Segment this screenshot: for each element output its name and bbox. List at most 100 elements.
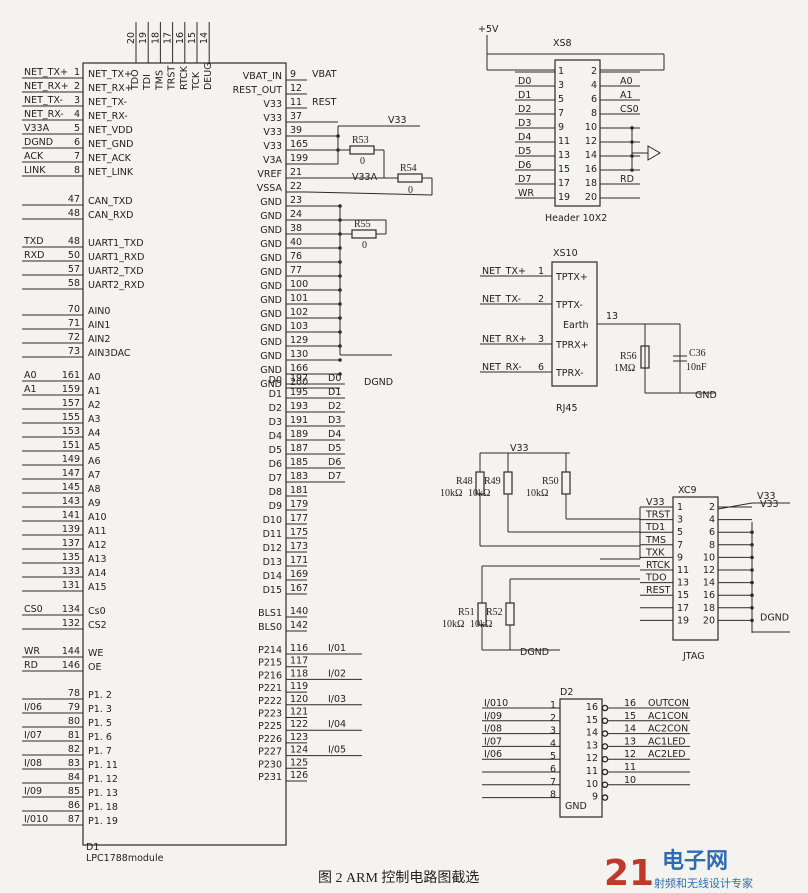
d1-right-pin-name: P223: [258, 709, 282, 720]
jtag-pullup-name: R50: [542, 476, 559, 487]
d1-left-pin-name: A0: [88, 372, 101, 383]
d1-right-pin-name: GND: [260, 281, 282, 292]
jtag-type-label: JTAG: [682, 651, 705, 662]
d1-right-pin-num: 100: [290, 279, 308, 290]
d1-right-pin-name: GND: [260, 225, 282, 236]
d1-left-net: I/06: [24, 702, 42, 713]
d2-out-pin-num: 11: [586, 766, 598, 777]
d1-right-pin-num: 120: [290, 694, 308, 705]
d1-right-net: DGND: [364, 377, 393, 388]
d1-top-pin-num: 15: [187, 32, 198, 44]
d1-left-pin-num: 47: [68, 194, 80, 205]
xs8-left-pin-num: 5: [558, 94, 564, 105]
d1-left-pin-num: 70: [68, 304, 80, 315]
d1-left-pin-name: CAN_TXD: [88, 196, 133, 207]
d1-right-pin-name: D1: [269, 389, 282, 400]
xs10-pin-num: 6: [538, 362, 544, 373]
d1-left-pin-num: 2: [74, 81, 80, 92]
d1-left-pin-num: 48: [68, 208, 80, 219]
d1-right-pin-name: P226: [258, 734, 282, 745]
d2-out-label-num: 12: [624, 749, 636, 760]
d1-right-pin-name: P230: [258, 759, 282, 770]
xs8-right-pin-num: 20: [585, 192, 597, 203]
d1-left-net: ACK: [24, 151, 44, 162]
xs8-left-pin-num: 13: [558, 150, 570, 161]
xs8-right-pin-num: 4: [591, 80, 597, 91]
jtag-right-pin-num: 4: [709, 515, 715, 526]
r56-resistor: [640, 345, 650, 369]
d1-left-net: I/09: [24, 786, 42, 797]
d1-right-pin-name: D14: [263, 571, 282, 582]
d1-left-net: TXD: [23, 236, 44, 247]
d1-left-net: RD: [24, 660, 38, 671]
d1-top-pin-name: TDI: [142, 74, 153, 91]
xs8-left-net: D1: [518, 90, 531, 101]
jtag-pullup-resistor: [503, 471, 513, 495]
d1-left-pin-num: 3: [74, 95, 80, 106]
d2-output-pin: [601, 717, 609, 725]
d1-top-pin-num: 14: [199, 32, 210, 44]
d2-in-pin-num: 1: [550, 700, 556, 711]
d2-out-pin-num: 16: [586, 702, 598, 713]
d1-right-pin-name: GND: [260, 267, 282, 278]
xs8-right-pin-num: 6: [591, 94, 597, 105]
d1-right-pin-num: 166: [290, 363, 308, 374]
d1-top-pin-name: TMS: [154, 70, 165, 91]
xs10-type-label: RJ45: [556, 403, 578, 414]
r56-label: R56: [620, 351, 637, 362]
d1-right-pin-num: 117: [290, 656, 308, 667]
xs8-left-net: D0: [518, 76, 531, 87]
d1-left-pin-num: 8: [74, 165, 80, 176]
d1-right-pin-name: V33: [263, 113, 282, 124]
xs8-type-label: Header 10X2: [545, 213, 607, 224]
d1-left-pin-name: AIN2: [88, 334, 110, 345]
d1-left-pin-num: 87: [68, 814, 80, 825]
d1-right-pin-num: 195: [290, 387, 308, 398]
v33-net-label: V33: [388, 115, 407, 126]
d1-left-pin-name: AIN1: [88, 320, 110, 331]
xs8-right-pin-num: 2: [591, 66, 597, 77]
jtag-left-net: TMS: [645, 535, 666, 546]
d2-out-net: OUTCON: [648, 698, 689, 709]
d1-right-pin-num: 118: [290, 668, 308, 679]
d1-right-net: D7: [328, 471, 341, 482]
d1-right-net: REST: [312, 97, 337, 108]
d1-right-pin-name: D0: [269, 375, 282, 386]
d1-right-pin-num: 181: [290, 485, 308, 496]
xs8-left-pin-num: 11: [558, 136, 570, 147]
d1-left-net: WR: [24, 646, 40, 657]
d1-left-pin-name: A6: [88, 456, 101, 467]
jtag-v33-right: V33: [757, 491, 776, 502]
d1-right-net: D4: [328, 429, 341, 440]
d1-left-pin-num: 134: [62, 604, 80, 615]
d1-right-pin-num: 167: [290, 583, 308, 594]
jtag-left-pin-num: 17: [677, 603, 689, 614]
d1-left-pin-name: UART1_RXD: [88, 252, 144, 263]
d1-left-pin-num: 144: [62, 646, 80, 657]
jtag-left-pin-num: 15: [677, 590, 689, 601]
jtag-v33-top: V33: [510, 443, 529, 454]
d1-right-pin-num: 177: [290, 513, 308, 524]
d1-left-pin-name: A8: [88, 484, 101, 495]
d1-left-pin-name: OE: [88, 662, 101, 673]
d1-left-pin-num: 4: [74, 109, 80, 120]
d1-right-pin-name: GND: [260, 309, 282, 320]
d1-left-pin-name: P1. 18: [88, 802, 118, 813]
d1-left-pin-num: 1: [74, 67, 80, 78]
d1-right-pin-num: 11: [290, 97, 302, 108]
d1-left-pin-name: P1. 3: [88, 704, 112, 715]
d1-right-pin-name: BLS1: [258, 608, 282, 619]
xs8-right-pin-num: 14: [585, 150, 597, 161]
d2-output-pin: [601, 781, 609, 789]
d1-left-net: NET_TX+: [24, 67, 68, 78]
d1-left-pin-num: 149: [62, 454, 80, 465]
d1-left-net: A0: [24, 370, 37, 381]
d1-right-pin-name: GND: [260, 365, 282, 376]
xs8-right-net: A1: [620, 90, 633, 101]
d1-right-pin-num: 126: [290, 770, 308, 781]
d1-left-pin-num: 151: [62, 440, 80, 451]
